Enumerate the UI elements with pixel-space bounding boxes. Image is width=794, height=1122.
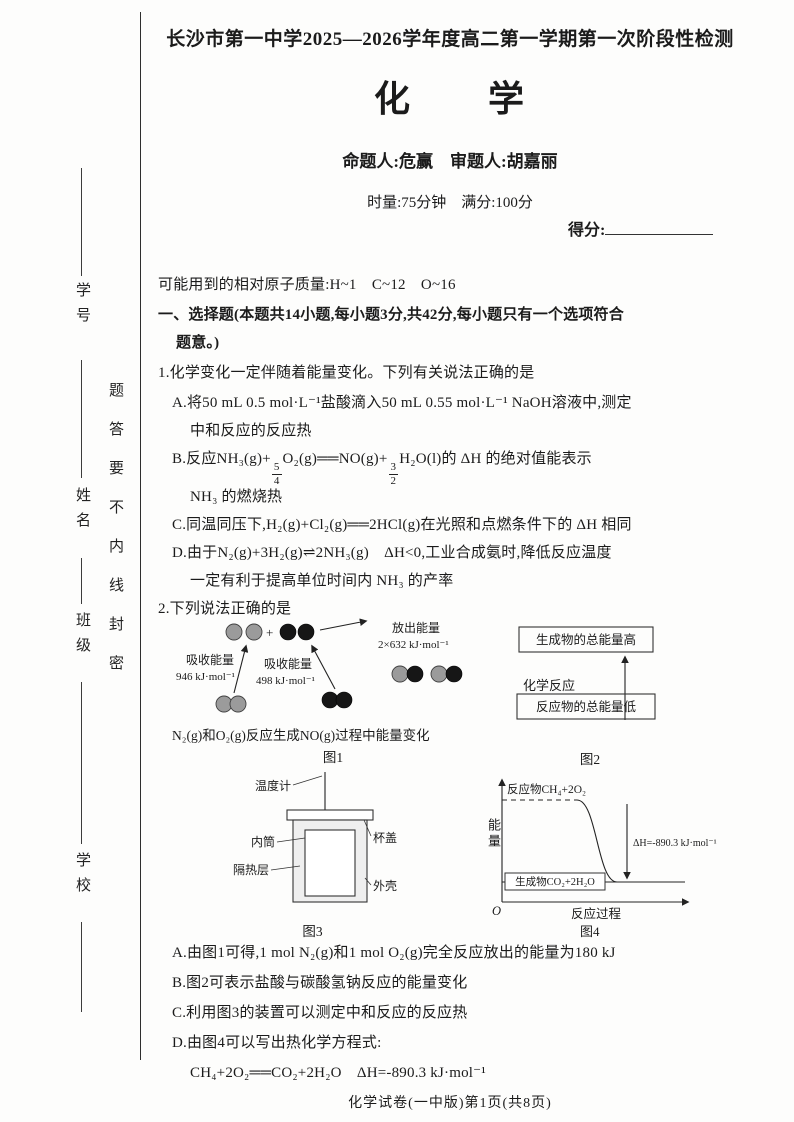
atomic-mass-note: 可能用到的相对原子质量:H~1 C~12 O~16: [158, 277, 456, 293]
leader-line: [270, 865, 301, 871]
exam-title: 长沙市第一中学2025—2026学年度高二第一学期第一次阶段性检测: [166, 29, 734, 50]
fraction-numerator: 5: [271, 461, 282, 475]
figure1-energy-diagram: + 放出能量 2×632 kJ·mol⁻¹ 吸收能量 946 kJ·mol⁻¹ …: [176, 618, 463, 713]
leader-line: [363, 819, 372, 837]
leader-line: [276, 837, 306, 843]
absorb-energy-value-1: 946 kJ·mol⁻¹: [176, 671, 235, 683]
margin-field-class: 班级: [74, 612, 90, 662]
delta-h-value: ΔH=-890.3 kJ·mol⁻¹: [633, 838, 717, 849]
q1-b-post: H₂O(l)的 ΔH 的绝对值能表示: [399, 451, 592, 467]
q2-option-c: C.利用图3的装置可以测定中和反应的反应热: [172, 1005, 468, 1021]
q2-option-b: B.图2可表示盐酸与碳酸氢钠反应的能量变化: [172, 975, 468, 991]
q1-option-b-line2: NH₃ 的燃烧热: [190, 489, 283, 505]
nitrogen-atoms: [225, 623, 263, 641]
subject-title: 化 学: [373, 79, 526, 119]
reactant-label: 反应物CH₄+2O₂: [507, 782, 586, 796]
margin-field-student-id: 学号: [74, 282, 90, 332]
energy-curve: [576, 799, 618, 883]
absorb-energy-label-1: 吸收能量: [186, 653, 234, 667]
q1-b-pre: B.反应NH₃(g)+: [172, 451, 271, 467]
section-heading-line1: 一、选择题(本题共14小题,每小题3分,共42分,每小题只有一个选项符合: [158, 307, 624, 323]
no-molecules: [391, 665, 463, 683]
figure3-calorimeter: 温度计 内筒 隔热层 杯盖 外壳: [233, 772, 397, 903]
figure4-caption: 图4: [580, 924, 600, 939]
score-area: 得分:: [568, 216, 714, 240]
lid: [286, 809, 374, 821]
insulation-label: 隔热层: [233, 863, 269, 877]
q2-option-d: D.由图4可以写出热化学方程式:: [172, 1035, 382, 1051]
q1-option-d-line2: 一定有利于提高单位时间内 NH₃ 的产率: [190, 573, 454, 589]
q1-stem: 1.化学变化一定伴随着能量变化。下列有关说法正确的是: [158, 365, 535, 381]
q1-option-d-line1: D.由于N₂(g)+3H₂(g)⇌2NH₃(g) ΔH<0,工业合成氨时,降低反…: [172, 545, 612, 561]
absorb-arrow-o2: [311, 644, 336, 690]
score-label: 得分:: [568, 222, 606, 239]
thermometer-label: 温度计: [255, 778, 291, 793]
margin-field-school: 学校: [74, 852, 90, 902]
products-energy-box: [518, 626, 654, 653]
seal-warning-text: 题答要不内线封密: [107, 382, 123, 694]
examiner-line: 命题人:危赢 审题人:胡嘉丽: [342, 152, 558, 171]
duration-score-line: 时量:75分钟 满分:100分: [367, 195, 533, 211]
seal-vertical-rule: [140, 12, 141, 1060]
figure3-caption: 图3: [302, 924, 323, 939]
q2-stem: 2.下列说法正确的是: [158, 601, 292, 617]
figure1-caption: 图1: [322, 750, 344, 765]
figure1-description: N₂(g)和O₂(g)反应生成NO(g)过程中能量变化: [172, 728, 430, 743]
margin-blank-line: [81, 360, 83, 478]
margin-blank-line: [81, 922, 83, 1012]
margin-field-name: 姓名: [74, 487, 90, 537]
origin-label: O: [492, 904, 501, 918]
reactants-energy-box: [516, 693, 656, 720]
figure2-caption: 图2: [579, 752, 601, 767]
n2-molecule: [215, 695, 247, 713]
q1-b-mid: O₂(g)══NO(g)+: [282, 451, 388, 467]
reactants-energy-label: 反应物的总能量低: [536, 699, 637, 714]
lid-label: 杯盖: [373, 831, 397, 845]
score-blank-line: [605, 218, 714, 235]
product-label: 生成物CO₂+2H₂O: [515, 875, 595, 888]
o2-molecule: [321, 691, 353, 709]
figure2-energy-boxes: 生成物的总能量高 化学反应 反应物的总能量低: [516, 626, 656, 720]
chemical-reaction-label: 化学反应: [523, 678, 575, 693]
absorb-arrow-n2: [233, 644, 249, 694]
absorb-energy-value-2: 498 kJ·mol⁻¹: [256, 675, 315, 687]
release-energy-label: 放出能量: [392, 620, 440, 635]
inner-cup-label: 内筒: [251, 834, 275, 849]
products-energy-label: 生成物的总能量高: [536, 632, 636, 647]
fraction-denominator: 2: [390, 474, 397, 487]
release-energy-value: 2×632 kJ·mol⁻¹: [378, 639, 449, 651]
leader-line: [364, 877, 372, 886]
leader-line: [292, 775, 323, 786]
fraction-numerator: 3: [388, 461, 399, 475]
fraction-denominator: 4: [273, 474, 280, 487]
page-footer: 化学试卷(一中版)第1页(共8页): [348, 1096, 552, 1111]
q2-option-a: A.由图1可得,1 mol N₂(g)和1 mol O₂(g)完全反应放出的能量…: [172, 945, 616, 961]
release-arrow: [319, 618, 368, 631]
product-label-box: [504, 872, 606, 891]
q1-option-c: C.同温同压下,H₂(g)+Cl₂(g)══2HCl(g)在光照和点燃条件下的 …: [172, 517, 632, 533]
absorb-energy-label-2: 吸收能量: [264, 657, 312, 671]
inner-cup: [304, 829, 356, 897]
oxygen-atoms: [279, 623, 315, 641]
plus-sign: +: [266, 625, 273, 640]
section-heading-line2: 题意。): [176, 335, 220, 351]
margin-blank-line: [81, 558, 83, 604]
margin-blank-line: [81, 168, 83, 276]
margin-blank-line: [81, 682, 83, 844]
figure4-energy-profile: O 反应物CH₄+2O₂ 生成物CO₂+2H₂O ΔH=-890.3 kJ·mo…: [492, 778, 717, 939]
y-axis-label: 能量: [486, 818, 501, 850]
q2-option-d-equation: CH₄+2O₂══CO₂+2H₂O ΔH=-890.3 kJ·mol⁻¹: [190, 1065, 486, 1081]
q1-option-a-line2: 中和反应的反应热: [190, 423, 312, 439]
outer-shell-label: 外壳: [373, 879, 397, 893]
x-axis-label: 反应过程: [571, 906, 622, 921]
q1-option-a-line1: A.将50 mL 0.5 mol·L⁻¹盐酸滴入50 mL 0.55 mol·L…: [172, 395, 632, 411]
